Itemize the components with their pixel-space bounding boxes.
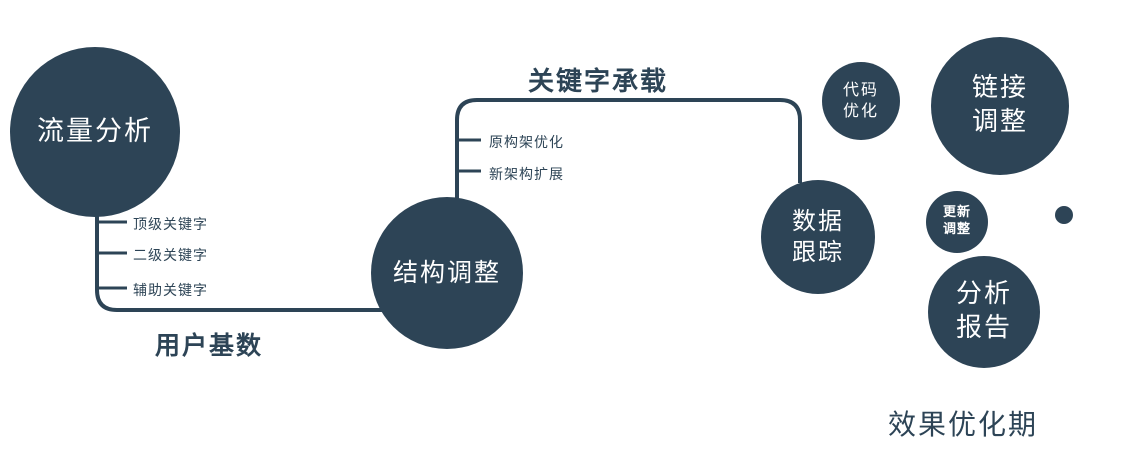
branch-label-original-architecture: 原构架优化 <box>489 135 564 151</box>
node-link-adjustment: 链接 调整 <box>931 37 1069 175</box>
node-label-line1: 数据 <box>792 206 844 235</box>
node-label-line2: 跟踪 <box>792 238 844 266</box>
edge-label-keyword-carry: 关键字承载 <box>528 67 669 97</box>
node-label-line2: 调整 <box>942 222 971 237</box>
node-traffic-analysis: 流量分析 <box>10 47 180 217</box>
node-structure-adjustment: 结构调整 <box>371 197 523 349</box>
node-code-optimization: 代码 优化 <box>822 62 900 140</box>
node-data-tracking: 数据 跟踪 <box>761 180 875 294</box>
node-small-dot <box>1055 206 1073 224</box>
node-label-line1: 更新 <box>942 205 971 221</box>
node-label-line1: 代码 <box>842 80 879 100</box>
node-label-line2: 优化 <box>842 101 879 120</box>
node-label: 结构调整 <box>392 257 501 287</box>
connector-traffic-to-structure <box>95 200 385 312</box>
node-label: 流量分析 <box>37 116 153 148</box>
branch-label-auxiliary-keywords: 辅助关键字 <box>133 283 208 299</box>
node-label-line1: 链接 <box>971 73 1028 104</box>
node-label-line2: 调整 <box>971 107 1028 137</box>
connector-structure-to-tracking <box>455 98 802 200</box>
footer-label-effect-optimization: 效果优化期 <box>888 408 1039 441</box>
node-label-line2: 报告 <box>955 313 1012 343</box>
node-analysis-report: 分析 报告 <box>928 256 1040 368</box>
branch-label-top-keywords: 顶级关键字 <box>133 217 208 233</box>
branch-label-secondary-keywords: 二级关键字 <box>133 248 208 264</box>
edge-label-user-base: 用户基数 <box>155 331 264 360</box>
node-update-adjustment: 更新 调整 <box>926 191 988 253</box>
node-label-line1: 分析 <box>955 279 1012 310</box>
branch-label-new-architecture: 新架构扩展 <box>489 167 564 183</box>
